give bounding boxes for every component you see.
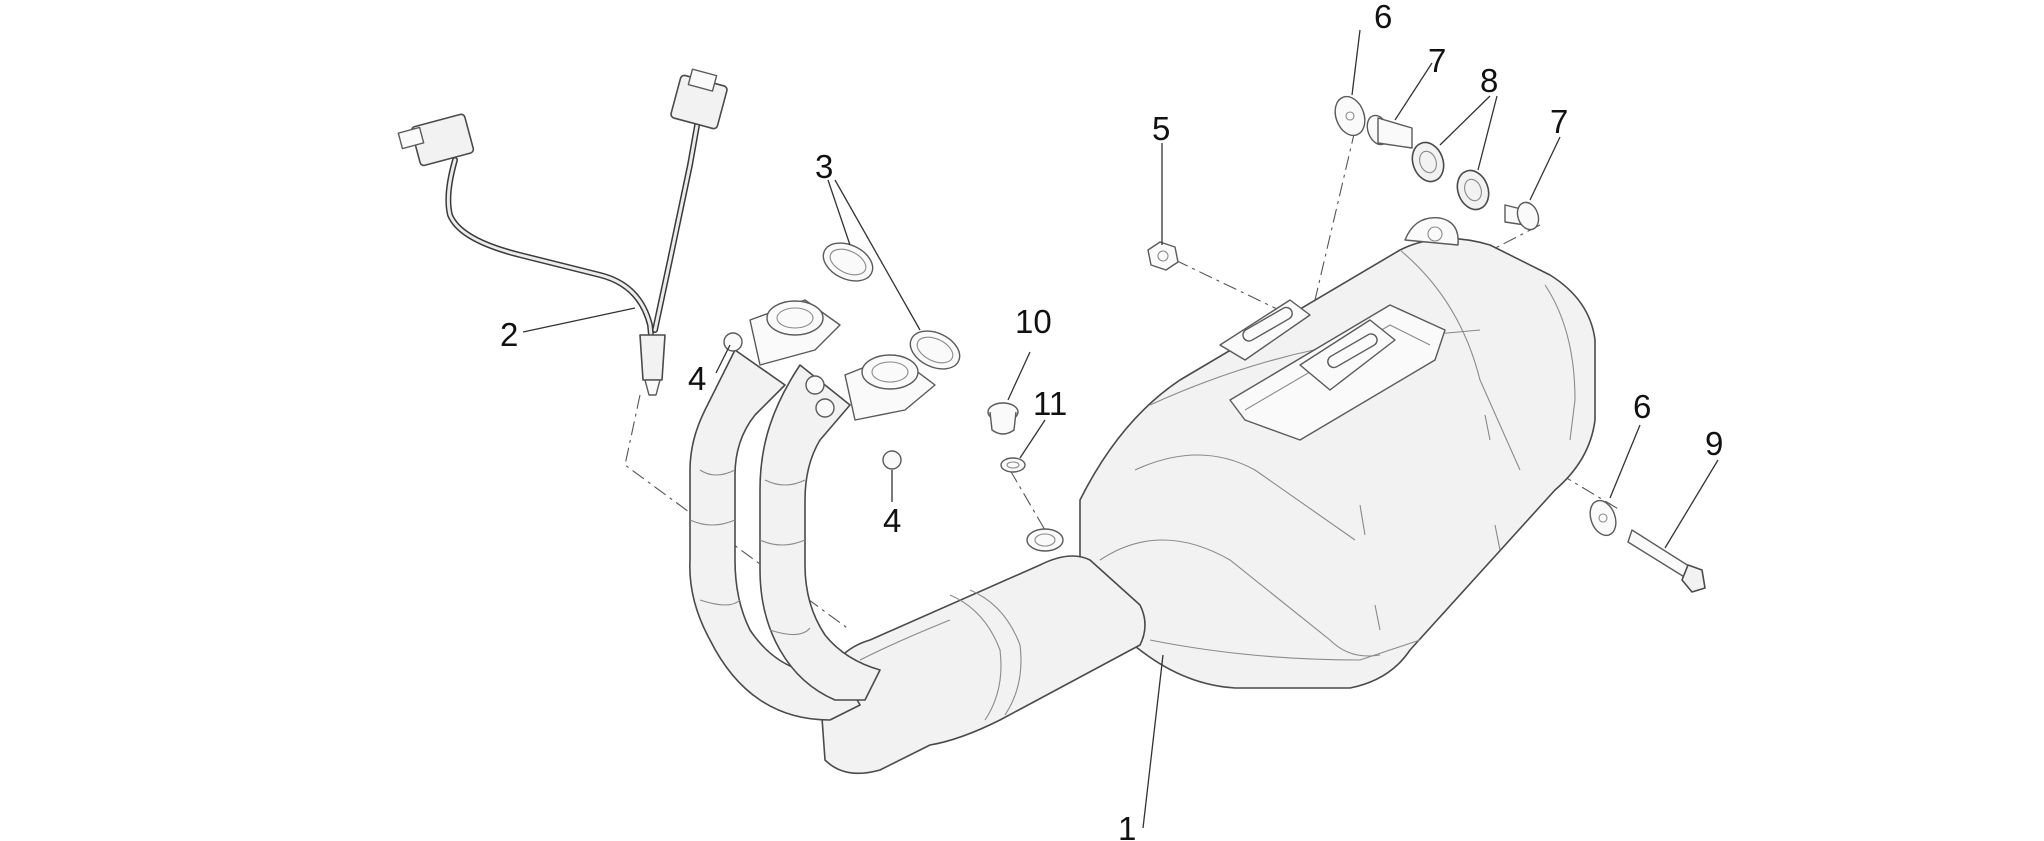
callout-11: 11 [1033,385,1067,422]
callout-7b: 7 [1550,103,1568,140]
callout-2: 2 [500,316,518,353]
flange-nuts [723,332,902,470]
callout-5: 5 [1152,110,1170,147]
header-pipes [689,299,936,721]
callout-labels: 1 2 3 4 4 5 6 6 7 7 8 9 10 11 [500,0,1723,841]
leader-lines [522,29,1719,829]
callout-7a: 7 [1428,42,1446,79]
callout-3: 3 [815,148,833,185]
nut-5 [1147,241,1179,271]
callout-6a: 6 [1374,0,1392,35]
lambda-sensor [397,68,728,396]
catalyst-pipe [819,528,1146,775]
silencer-body [1079,216,1596,689]
callout-9: 9 [1705,425,1723,462]
bushing-and-washer [987,402,1026,473]
exhaust-gaskets [822,242,961,370]
callout-1: 1 [1118,810,1136,841]
callout-6b: 6 [1633,388,1651,425]
callout-4a: 4 [688,360,706,397]
mounting-hardware [1334,95,1706,593]
callout-8: 8 [1480,62,1498,99]
callout-4b: 4 [883,502,901,539]
callout-10: 10 [1015,303,1052,340]
